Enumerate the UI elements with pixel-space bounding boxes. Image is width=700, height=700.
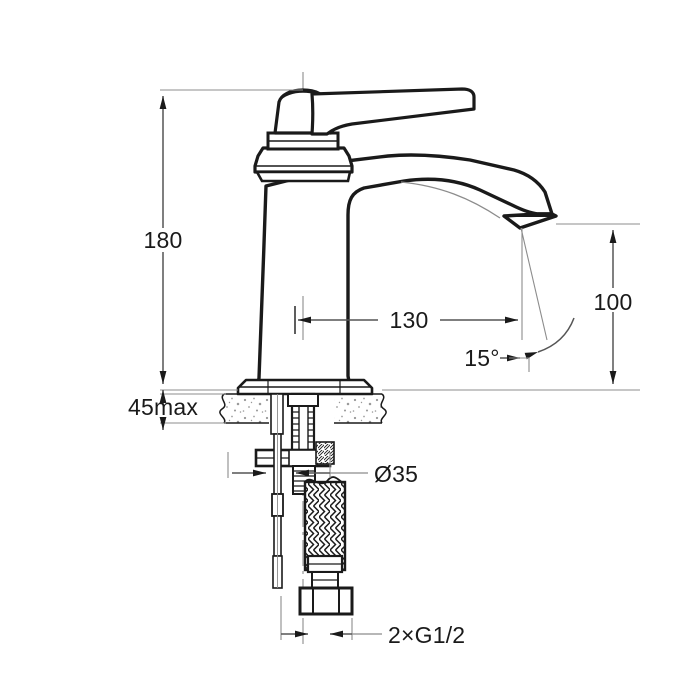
bell-base (253, 146, 354, 183)
pull-rod (270, 393, 284, 589)
spout-inner-curve (400, 181, 501, 219)
dimension-height-180: 180 (144, 89, 303, 391)
hose-hex-nut (298, 586, 354, 616)
upper-hatch-detail (315, 441, 335, 465)
dimension-label-100: 100 (594, 289, 633, 315)
lever-handle (310, 87, 476, 136)
spout-outlet (502, 212, 558, 230)
dimension-reach-130: 130 (294, 228, 523, 340)
deck-plate (236, 378, 374, 396)
dimension-supply-thread: 2×G1/2 (280, 596, 465, 648)
spout-body (253, 153, 554, 392)
dimension-label-diameter-35: Ø35 (374, 461, 418, 487)
dimension-spout-height-100: 100 (382, 223, 640, 391)
dimension-label-180: 180 (144, 227, 183, 253)
dimension-spout-angle-15: 15° (464, 227, 575, 372)
dimension-label-supply-thread: 2×G1/2 (388, 622, 465, 648)
dimension-label-130: 130 (390, 307, 429, 333)
braided-hose (303, 476, 347, 589)
dimension-deck-45max: 45max (128, 390, 226, 430)
dimension-label-15deg: 15° (464, 345, 499, 371)
dimension-label-45max: 45max (128, 394, 198, 420)
dimension-hole-diameter-35: Ø35 (227, 452, 418, 487)
counter-section (219, 393, 387, 424)
mounting-stud (287, 392, 319, 452)
